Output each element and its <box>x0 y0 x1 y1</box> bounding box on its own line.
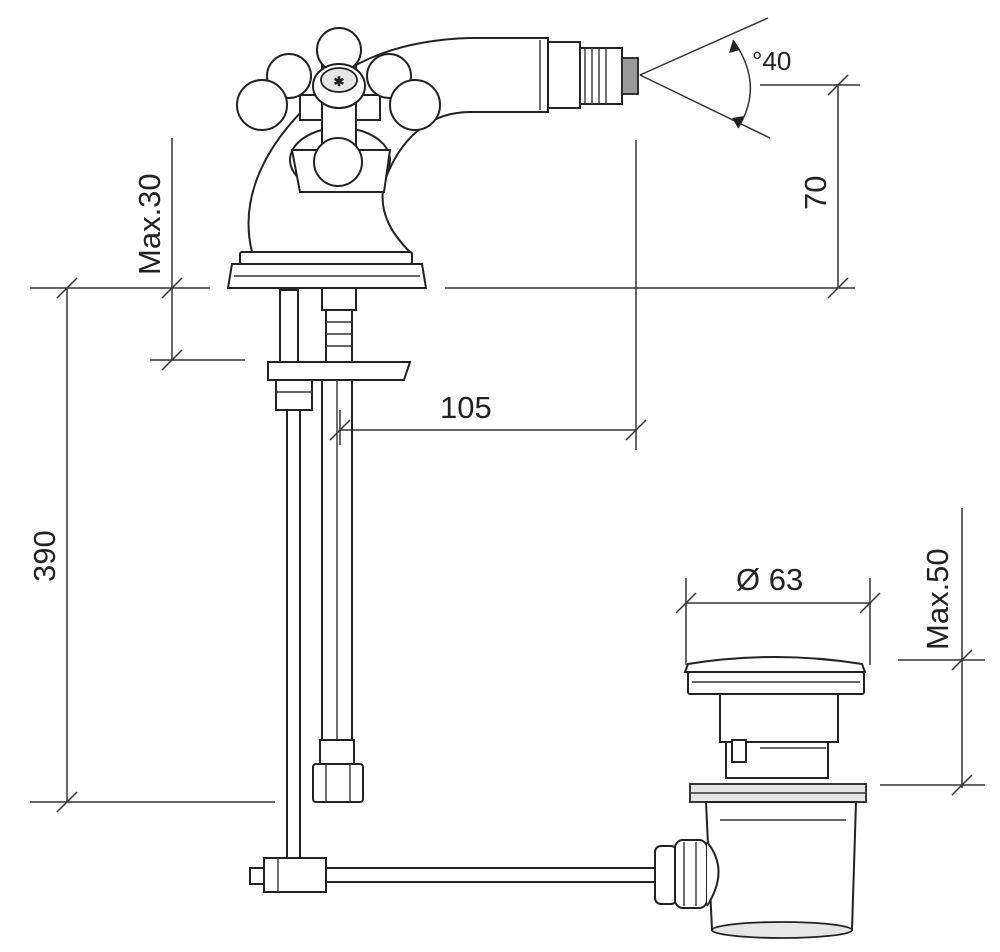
waste-fitting <box>654 656 867 939</box>
dimension-labels: Max.30 °40 70 105 390 Ø 63 Max.50 <box>27 46 955 650</box>
spray-angle <box>639 17 771 139</box>
label-max50: Max.50 <box>920 548 955 650</box>
supply-pipes <box>267 287 412 862</box>
cross-handle: ✱ <box>236 27 441 193</box>
label-max30: Max.30 <box>132 173 167 275</box>
label-reach-105: 105 <box>440 390 492 425</box>
dimension-lines <box>30 74 985 813</box>
label-waste-diameter: Ø 63 <box>736 562 803 597</box>
label-height-70: 70 <box>798 176 833 210</box>
popup-linkage <box>249 857 655 893</box>
label-spray-angle: °40 <box>752 46 791 76</box>
handle-indicator-icon: ✱ <box>334 74 345 89</box>
label-length-390: 390 <box>27 530 62 582</box>
